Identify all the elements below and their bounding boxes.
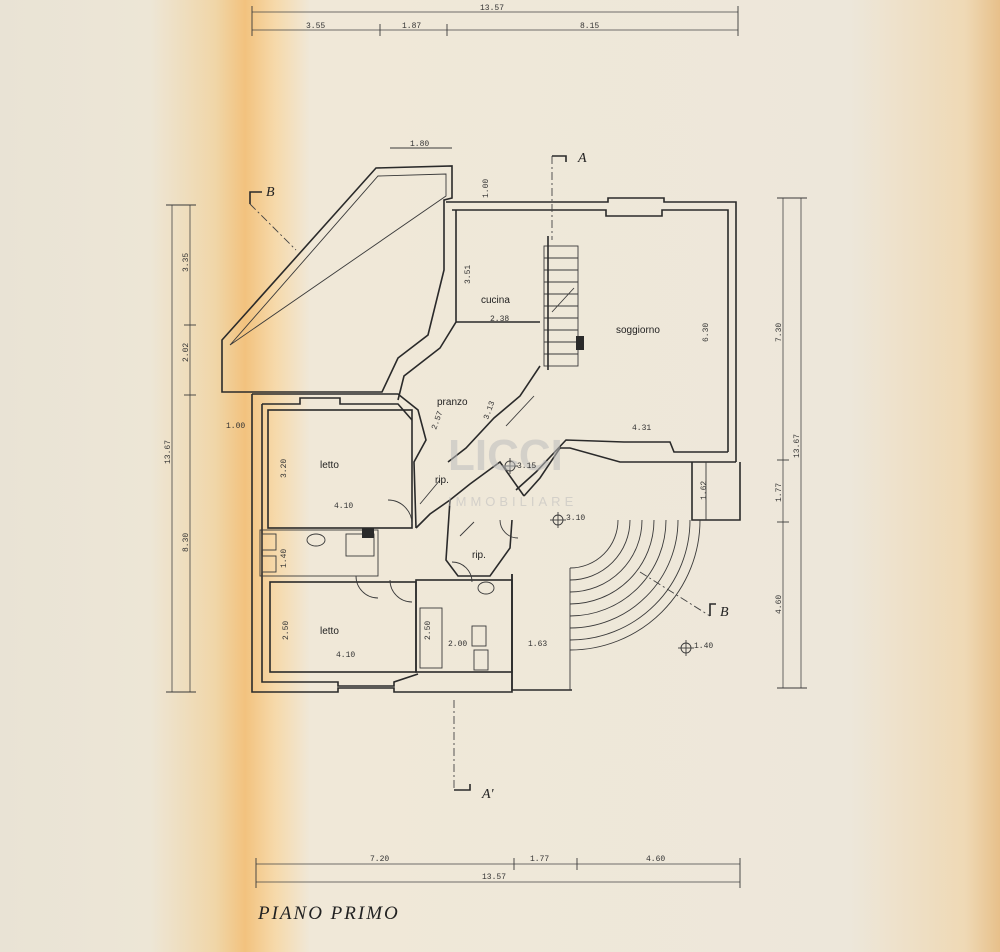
dim-top-1: 3.55 [306,22,325,31]
level-315: 3.15 [517,462,536,471]
dim-left-1: 3.35 [182,253,191,272]
dim-bottom-2: 1.77 [530,855,549,864]
svg-text:LICCI: LICCI [448,431,563,480]
room-label-rip-2: rip. [472,550,486,561]
building-walls [251,197,741,693]
terrace [221,147,453,393]
dimension-lines-top [251,6,739,36]
drawing-title: PIANO PRIMO [258,903,400,924]
dim-bath-small: 1.40 [280,549,289,568]
section-label-b-bottom: B [720,605,729,620]
dim-pranzo-1: 2.57 [430,410,445,431]
dim-right-total: 13.67 [793,434,802,458]
watermark: LICCI IMMOBILIARE [448,431,577,509]
room-label-cucina: cucina [481,295,510,306]
dim-terrace-gap: 1.00 [482,179,491,198]
section-label-b-top: B [266,185,275,200]
dim-cucina-h: 3.51 [464,265,473,284]
dim-bath-w: 2.00 [448,640,467,649]
dim-soggiorno-w: 4.31 [632,424,651,433]
level-marker-310 [550,512,566,528]
dim-porch-h: 1.62 [700,481,709,500]
section-label-a-top: A [577,151,587,166]
room-label-letto-2: letto [320,626,339,637]
room-label-rip-1: rip. [435,475,449,486]
dim-right-1: 7.30 [775,323,784,342]
dimension-lines-bottom [255,858,741,888]
dim-soggiorno-h: 6.30 [702,323,711,342]
dim-top-total: 13.57 [480,4,504,13]
level-140: 1.40 [694,642,713,651]
dim-bottom-1: 7.20 [370,855,389,864]
dim-left-3: 8.30 [182,533,191,552]
dimension-lines-left [166,204,196,693]
dim-bottom-3: 4.60 [646,855,665,864]
dim-left-gap: 1.00 [226,422,245,431]
svg-text:IMMOBILIARE: IMMOBILIARE [448,494,577,509]
dim-left-total: 13.67 [164,440,173,464]
level-310: 3.10 [566,514,585,523]
dim-letto2-w: 4.10 [336,651,355,660]
dim-bath-h: 2.50 [424,621,433,640]
dim-letto2-h: 2.50 [282,621,291,640]
dim-top-2: 1.87 [402,22,421,31]
dim-right-3: 4.60 [775,595,784,614]
level-marker-140 [678,640,694,656]
dim-right-2: 1.77 [775,483,784,502]
section-label-a-bottom: A' [481,787,495,802]
dimension-lines-right [777,197,807,689]
dim-bottom-total: 13.57 [482,873,506,882]
dim-cucina-w: 2.38 [490,315,509,324]
room-label-pranzo: pranzo [437,397,468,408]
room-label-letto-1: letto [320,460,339,471]
section-line-b [249,191,716,617]
section-line-a [453,155,567,791]
dim-top-3: 8.15 [580,22,599,31]
room-label-soggiorno: soggiorno [616,325,660,336]
dim-porch-w: 1.63 [528,640,547,649]
dim-left-2: 2.02 [182,343,191,362]
dim-letto1-h: 3.20 [280,459,289,478]
dim-terrace-width: 1.80 [410,140,429,149]
dim-letto1-w: 4.10 [334,502,353,511]
level-marker-315 [502,458,518,474]
curved-stair [569,519,701,690]
